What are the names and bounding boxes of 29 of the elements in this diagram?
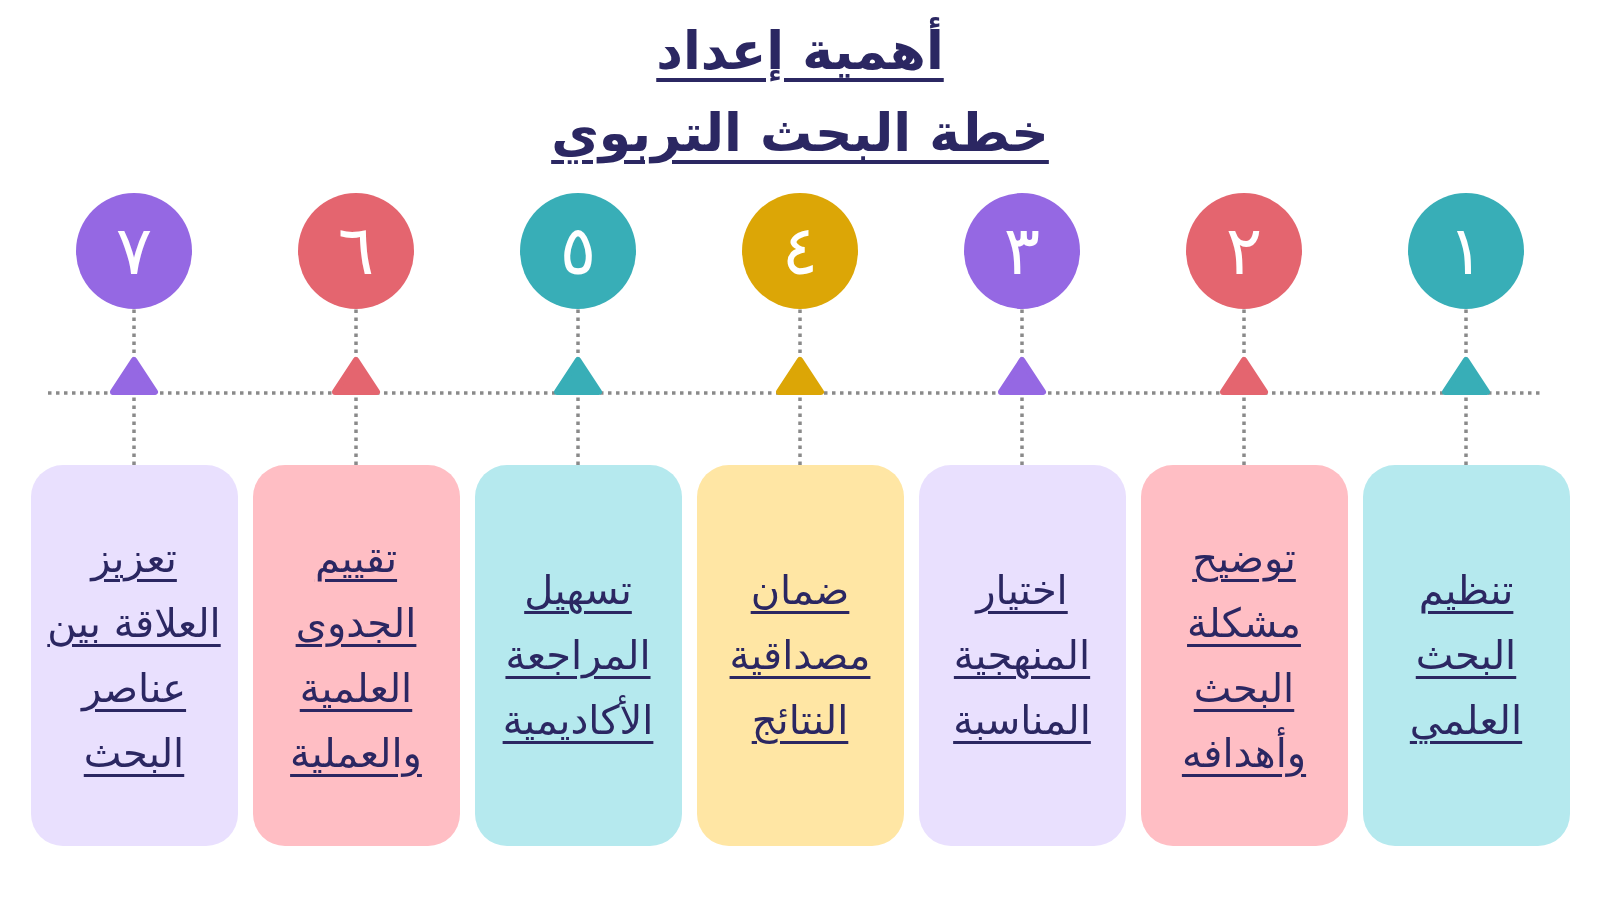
connector bbox=[554, 309, 602, 465]
step-card bbox=[1362, 465, 1570, 846]
step-text: توضيح مشكلة البحث وأهدافه bbox=[1180, 533, 1308, 779]
step-text: ضمان مصداقية النتائج bbox=[728, 566, 872, 746]
connector bbox=[998, 309, 1046, 465]
connector bbox=[776, 309, 824, 465]
step-text: تسهيل المراجعة الأكاديمية bbox=[501, 566, 655, 745]
step-card bbox=[474, 465, 682, 846]
title: أهمية إعداد خطة البحث التربوي bbox=[520, 10, 1080, 174]
step-number: ١ bbox=[1447, 217, 1485, 285]
step-number: ٥ bbox=[559, 217, 597, 285]
connector bbox=[1220, 309, 1268, 465]
step-card bbox=[1140, 465, 1348, 846]
step-text: اختيار المنهجية المناسبة bbox=[952, 566, 1092, 745]
step-number: ٧ bbox=[115, 217, 153, 285]
step-number: ٤ bbox=[781, 217, 819, 285]
step-number: ٦ bbox=[337, 217, 375, 285]
step-text: تنظيم البحث العلمي bbox=[1408, 566, 1524, 746]
connector bbox=[332, 309, 380, 465]
step-number: ٣ bbox=[1003, 217, 1041, 285]
step-number: ٢ bbox=[1225, 217, 1263, 285]
connector bbox=[110, 309, 158, 465]
step-card bbox=[30, 465, 238, 846]
step-card bbox=[696, 465, 904, 846]
connector bbox=[1442, 309, 1490, 465]
step-card bbox=[252, 465, 460, 846]
step-text: تعزيز العلاقة بين عناصر البحث bbox=[46, 533, 222, 778]
step-text: تقييم الجدوى العلمية والعملية bbox=[289, 533, 423, 779]
step-card bbox=[918, 465, 1126, 846]
